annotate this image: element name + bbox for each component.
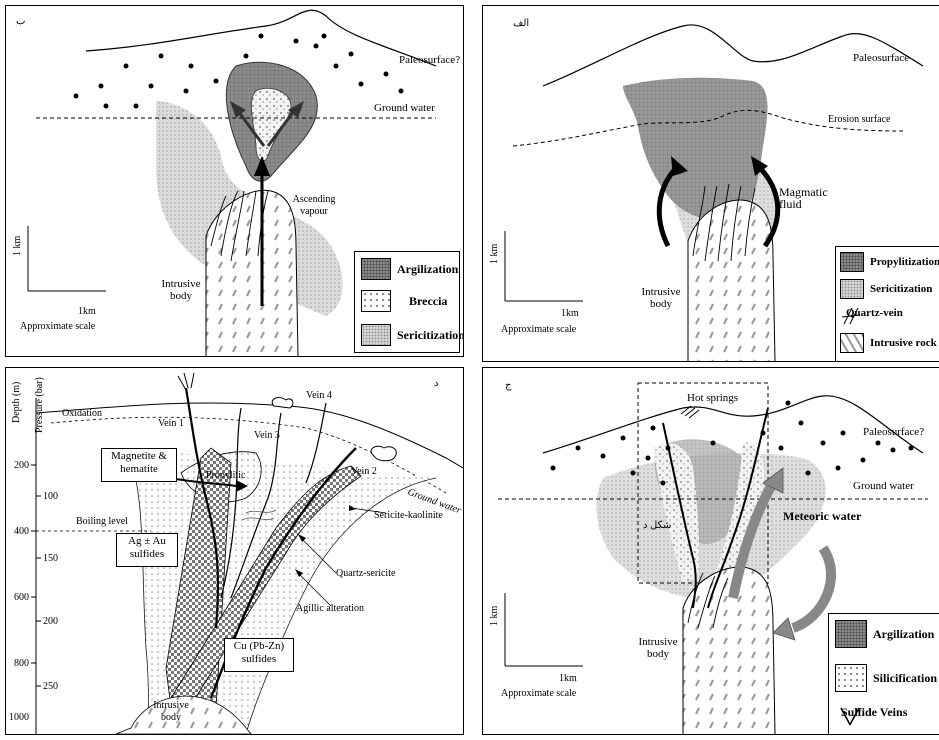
groundwater-label: Ground water [853, 480, 914, 492]
sericite-kaolinite-label: Sericite-kaolinite [374, 510, 443, 522]
legend-a-intrusive-rock: Intrusive rock [840, 333, 937, 353]
legend-c-sulfide-veins: Sulfide Veins [835, 706, 907, 718]
vein1-label: Vein 1 [158, 418, 184, 430]
legend-c-silicification: Silicification [835, 664, 937, 692]
agillic-alteration-label: Agillic alteration [296, 603, 364, 615]
meteoric-water-label: Meteoric water [783, 510, 861, 522]
pressure-tick-150: 150 [43, 553, 58, 565]
panel-c: ج Hot springs Paleosurface? Ground water… [482, 367, 939, 735]
intrusive-body-label: Intrusive body [636, 286, 686, 310]
panel-b-tag: ب [16, 16, 25, 28]
paleosurface-label: Paleosurface? [399, 54, 460, 66]
legend-a-quartz-vein: Quartz-vein [840, 307, 903, 319]
pressure-axis-title: Pressure (bar) [34, 377, 45, 433]
scale-caption: Approximate scale [20, 321, 95, 333]
depth-tick-1000: 1000 [9, 712, 29, 724]
depth-tick-400: 400 [14, 526, 29, 538]
vein3-label: Vein 3 [254, 430, 280, 442]
ascending-vapour-label: Ascending vapour [284, 194, 344, 218]
vein4-label: Vein 4 [306, 390, 332, 402]
magmatic-fluid-label: Magmatic fluid [779, 186, 821, 210]
pressure-tick-100: 100 [43, 491, 58, 503]
paleosurface-label: Paleosurface [853, 52, 909, 64]
magnetite-hematite-box: Magnetite & hematite [101, 448, 177, 482]
argilization-swatch [361, 258, 391, 280]
ag-au-sulfides-box: Ag ± Au sulfides [116, 533, 178, 567]
boiling-level-label: Boiling level [76, 516, 128, 528]
scale-caption: Approximate scale [501, 688, 576, 700]
depth-axis-title: Depth (m) [11, 382, 22, 423]
vein2-label: Vein 2 [351, 466, 377, 478]
intrusive-rock-swatch [840, 333, 864, 353]
depth-tick-200: 200 [14, 460, 29, 472]
sulfide-vein-icon [835, 706, 865, 726]
sericitization-swatch [361, 324, 391, 346]
legend-c-argilization: Argilization [835, 620, 934, 648]
cu-sulfides-box: Cu (Pb-Zn) sulfides [224, 638, 294, 672]
sericitization-swatch [840, 279, 864, 299]
panel-d-drawing [6, 368, 463, 734]
propylitization-swatch [840, 252, 864, 272]
legend-b-sericitization: Sericitization [361, 324, 464, 346]
panel-a-tag: الف [513, 18, 529, 30]
pressure-tick-200: 200 [43, 616, 58, 628]
scale-vertical-label: 1 km [12, 236, 23, 256]
scale-horizontal-label: 1km [78, 306, 96, 318]
legend-a: Propylitization Sericitization Quartz-ve… [835, 246, 939, 362]
depth-tick-800: 800 [14, 658, 29, 670]
legend-b-breccia: Breccia [361, 290, 447, 312]
erosion-surface-label: Erosion surface [828, 114, 890, 126]
legend-a-propylitization: Propylitization [840, 252, 939, 272]
scale-vertical-label: 1 km [489, 244, 500, 264]
panel-b: ب Paleosurface? Ground water Ascending v… [5, 5, 464, 357]
propylitic-label: Propylitic [206, 470, 245, 482]
scale-horizontal-label: 1km [561, 308, 579, 320]
paleosurface-label: Paleosurface? [863, 426, 924, 438]
depth-tick-600: 600 [14, 592, 29, 604]
legend-c: Argilization Silicification Sulfide Vein… [828, 613, 939, 735]
quartz-sericite-label: Quartz-sericite [336, 568, 395, 580]
scale-horizontal-label: 1km [559, 673, 577, 685]
panel-d: د Depth (m) Pressure (bar) 200 400 600 8… [5, 367, 464, 735]
panel-a: الف Paleosurface Erosion surface Magmati… [482, 5, 939, 362]
pressure-tick-250: 250 [43, 681, 58, 693]
scale-vertical-label: 1 km [489, 606, 500, 626]
legend-b: Argilization Breccia Sericitization [354, 251, 460, 353]
hot-springs-label: Hot springs [685, 392, 740, 404]
silicification-swatch [835, 664, 867, 692]
groundwater-label: Ground water [374, 102, 435, 114]
oxidation-label: Oxidation [62, 408, 102, 420]
panel-c-tag: ج [505, 380, 511, 392]
legend-b-argilization: Argilization [361, 258, 458, 280]
legend-a-sericitization: Sericitization [840, 279, 932, 299]
intrusive-body-label: Intrusive body [156, 278, 206, 302]
argilization-swatch [835, 620, 867, 648]
figure-d-reference: شکل د [643, 520, 671, 532]
scale-caption: Approximate scale [501, 324, 576, 336]
quartz-vein-icon [840, 307, 862, 325]
breccia-swatch [361, 290, 391, 312]
panel-d-tag: د [434, 378, 438, 390]
intrusive-body-label: Intrusive body [633, 636, 683, 660]
intrusive-body-label: Intrusive body [146, 700, 196, 724]
